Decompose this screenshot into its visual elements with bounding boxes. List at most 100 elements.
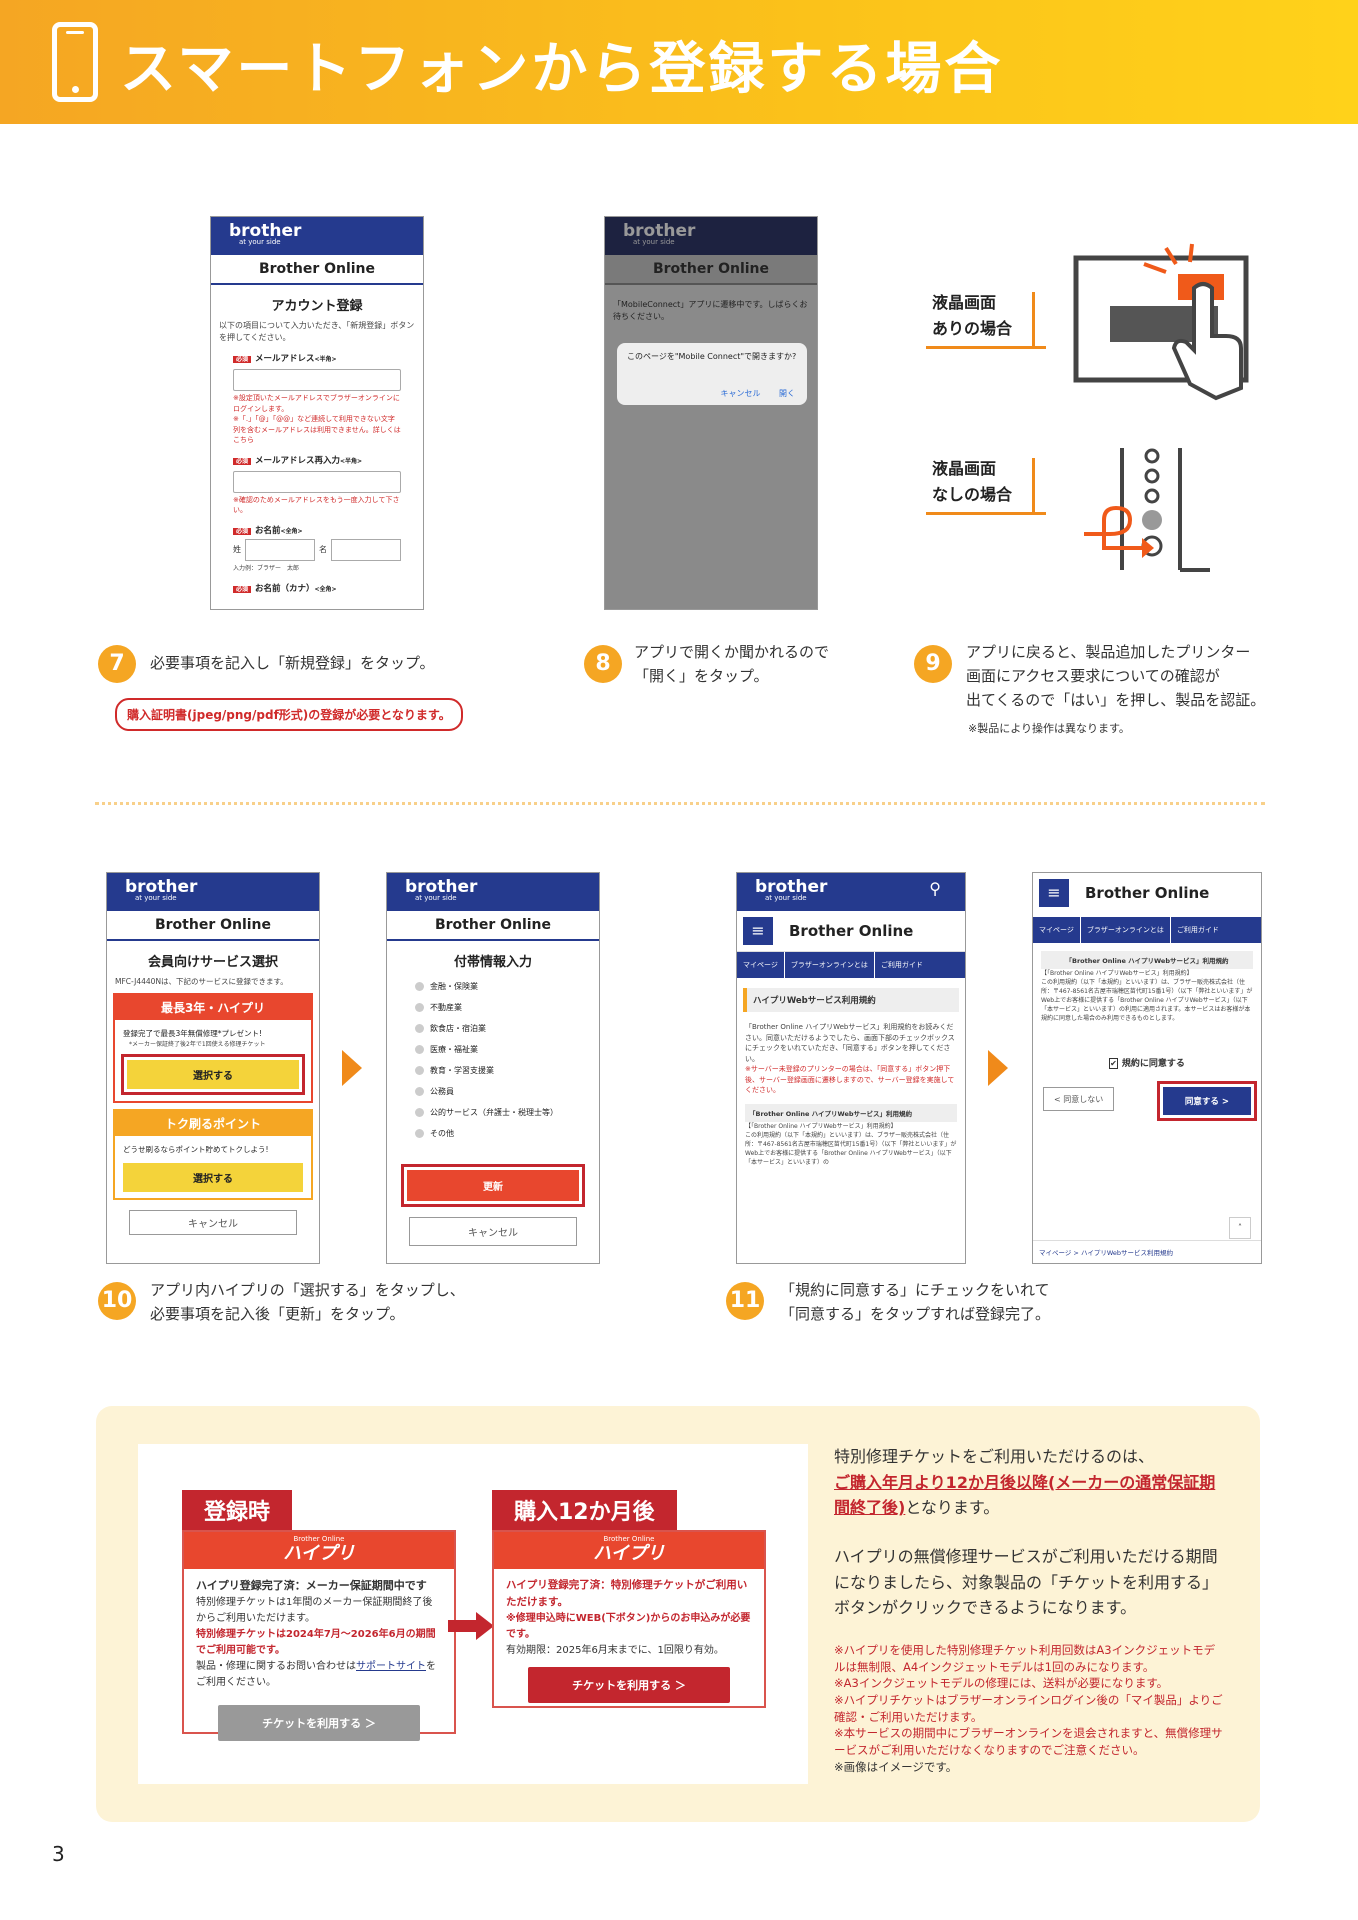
industry-option[interactable]: 教育・学習支援業: [387, 1060, 599, 1081]
step-11-text: 「規約に同意する」にチェックをいれて「同意する」をタップすれば登録完了。: [780, 1281, 1051, 1323]
dotted-divider: [95, 802, 1265, 805]
radio-icon[interactable]: [415, 1129, 424, 1138]
haipuri-select-button[interactable]: 選択する: [127, 1060, 299, 1090]
menu-icon[interactable]: ≡: [1039, 879, 1069, 907]
email-field[interactable]: [233, 369, 401, 391]
industry-option[interactable]: 公務員: [387, 1081, 599, 1102]
cancel-button[interactable]: キャンセル: [409, 1217, 577, 1246]
support-site-link[interactable]: サポートサイト: [356, 1660, 426, 1672]
haipuri-description: ハイプリの無償修理サービスがご利用いただける期間になりましたら、対象製品の「チケ…: [834, 1547, 1219, 1618]
email-note-1: ※設定頂いたメールアドレスでブラザーオンラインにログインします。: [233, 394, 400, 413]
lcd-yes-label: 液晶画面ありの場合: [932, 293, 1013, 338]
step-7-note: 購入証明書(jpeg/png/pdf形式)の登録が必要となります。: [115, 698, 463, 731]
page-number: 3: [52, 1842, 65, 1866]
nav-about[interactable]: ブラザーオンラインとは: [1081, 917, 1171, 943]
industry-option[interactable]: その他: [387, 1123, 599, 1144]
radio-icon[interactable]: [415, 1066, 424, 1075]
cancel-button[interactable]: キャンセル: [129, 1210, 297, 1236]
notes-list: ※ハイプリを使用した特別修理チケット利用回数はA3インクジェットモデルは無制限、…: [834, 1643, 1223, 1774]
brother-online-title: Brother Online: [789, 922, 914, 940]
dialog-cancel-button[interactable]: キャンセル: [720, 389, 761, 398]
highlight-frame: 選択する: [121, 1054, 305, 1096]
nav-bar: マイページ ブラザーオンラインとは ご利用ガイド: [737, 952, 965, 978]
orange-bracket: [1032, 458, 1035, 514]
first-name-field[interactable]: [331, 538, 401, 561]
ticket-explanation: 特別修理チケットをご利用いただけるのは、ご購入年月より12か月後以降(メーカーの…: [834, 1447, 1216, 1518]
step-8-text: アプリで開くか聞かれるので「開く」をタップ。: [634, 643, 830, 685]
brother-online-title: Brother Online: [107, 911, 319, 941]
use-ticket-button[interactable]: チケットを利用する ＞: [528, 1666, 730, 1703]
name-fields: 姓 名: [211, 538, 423, 561]
tag-at-registration: 登録時: [182, 1490, 293, 1530]
account-registration-heading: アカウント登録: [271, 299, 363, 314]
email-note-2: ※「.」「@」「@@」など連続して利用できない文字列を含むメールアドレスは利用で…: [233, 415, 401, 444]
industry-option[interactable]: 公的サービス（弁護士・税理士等）: [387, 1102, 599, 1123]
brother-online-title: Brother Online: [1085, 884, 1210, 902]
toku-point-card: トク刷るポイント どうせ刷るならポイント貯めてトクしよう! 選択する: [113, 1109, 313, 1201]
radio-icon[interactable]: [415, 1045, 424, 1054]
highlight-frame: 更新: [401, 1164, 585, 1207]
use-ticket-button-disabled[interactable]: チケットを利用する ＞: [218, 1704, 420, 1741]
nav-mypage[interactable]: マイページ: [1033, 917, 1081, 943]
checkbox-checked-icon[interactable]: ✔: [1109, 1058, 1118, 1069]
nav-mypage[interactable]: マイページ: [737, 952, 785, 978]
breadcrumb: マイページ > ハイプリWebサービス利用規約: [1033, 1240, 1261, 1263]
dialog-open-button[interactable]: 開く: [779, 389, 795, 398]
industry-option[interactable]: 金融・保険業: [387, 976, 599, 997]
radio-icon[interactable]: [415, 1024, 424, 1033]
arrow-right-icon: [476, 1612, 494, 1640]
nav-about[interactable]: ブラザーオンラインとは: [785, 952, 875, 978]
industry-option[interactable]: 医療・福祉業: [387, 1039, 599, 1060]
name-label: 必須お名前<全角>: [211, 516, 423, 539]
radio-icon[interactable]: [415, 982, 424, 991]
step-11-number: 11: [726, 1282, 764, 1320]
step-8-number: 8: [584, 645, 622, 683]
terms-box-title: 「Brother Online ハイプリWebサービス」利用規約: [745, 1103, 957, 1122]
printer-touch-panel-icon: [1073, 243, 1249, 401]
disagree-button[interactable]: < 同意しない: [1043, 1087, 1115, 1111]
arrow-right-icon: [342, 1050, 362, 1086]
industry-option[interactable]: 飲食店・宿泊業: [387, 1018, 599, 1039]
tag-after-12-months: 購入12か月後: [492, 1490, 677, 1530]
industry-option[interactable]: 不動産業: [387, 997, 599, 1018]
last-name-field[interactable]: [245, 538, 315, 561]
brother-online-title: Brother Online: [605, 255, 817, 285]
step-9-number: 9: [914, 645, 952, 683]
menu-icon[interactable]: ≡: [743, 917, 773, 945]
scroll-top-icon[interactable]: ˄: [1229, 1217, 1251, 1239]
arrow-shaft: [448, 1620, 480, 1632]
haipuri-card: 最長3年・ハイプリ 登録完了で最長3年無償修理*プレゼント! *メーカー保証終了…: [113, 993, 313, 1104]
toku-point-select-button[interactable]: 選択する: [123, 1163, 303, 1193]
terms-heading: ハイプリWebサービス利用規約: [743, 988, 959, 1012]
email-confirm-field[interactable]: [233, 470, 401, 493]
radio-icon[interactable]: [415, 1087, 424, 1096]
step-7-number: 7: [98, 645, 136, 683]
radio-icon[interactable]: [415, 1108, 424, 1117]
step-10-number: 10: [98, 1282, 136, 1320]
kana-label: 必須お名前（カナ）<全角>: [211, 574, 423, 597]
email-confirm-label: 必須メールアドレス再入力<半角>: [211, 446, 423, 469]
orange-bracket: [1032, 292, 1035, 348]
smartphone-icon: [52, 22, 98, 102]
nav-guide[interactable]: ご利用ガイド: [1176, 926, 1219, 934]
radio-icon[interactable]: [415, 1003, 424, 1012]
phone-screen-agree: ≡ Brother Online マイページ ブラザーオンラインとは ご利用ガイ…: [1032, 872, 1262, 1264]
search-icon[interactable]: ⚲: [929, 879, 941, 898]
agree-checkbox[interactable]: ✔規約に同意する: [1109, 1058, 1185, 1069]
update-button[interactable]: 更新: [407, 1170, 579, 1201]
printer-button-panel-icon: [1084, 448, 1210, 572]
terms-warning: ※サーバー未登録のプリンターの場合は、「同意する」ボタン押下後、サーバー登録画面…: [745, 1065, 955, 1094]
page-header: スマートフォンから登録する場合: [0, 0, 1358, 124]
nav-guide[interactable]: ご利用ガイド: [880, 961, 923, 969]
agree-button[interactable]: 同意する >: [1162, 1087, 1251, 1115]
model-text: MFC-J4440Nは、下記のサービスに登録できます。: [115, 977, 288, 986]
